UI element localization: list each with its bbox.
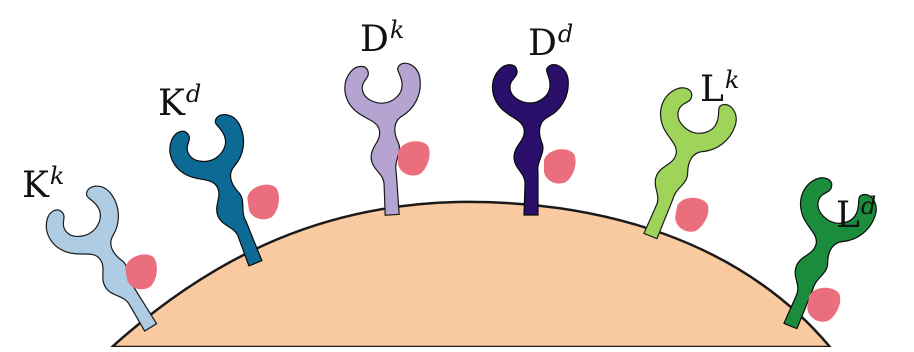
mhc-molecule-dd [493,65,569,215]
label-ld: Ld [836,198,876,234]
cell-surface [112,202,830,347]
peptide-dk [398,141,430,175]
mhc-molecule-dk [343,62,429,217]
peptide-lk [673,195,710,234]
peptide-dd [544,149,576,183]
label-lk: Lk [700,72,739,108]
label-dk: Dk [360,22,404,58]
label-dd: Dd [528,26,573,62]
peptide-kd [246,183,282,221]
label-kk: Kk [22,168,64,204]
label-kd: Kd [158,86,201,122]
